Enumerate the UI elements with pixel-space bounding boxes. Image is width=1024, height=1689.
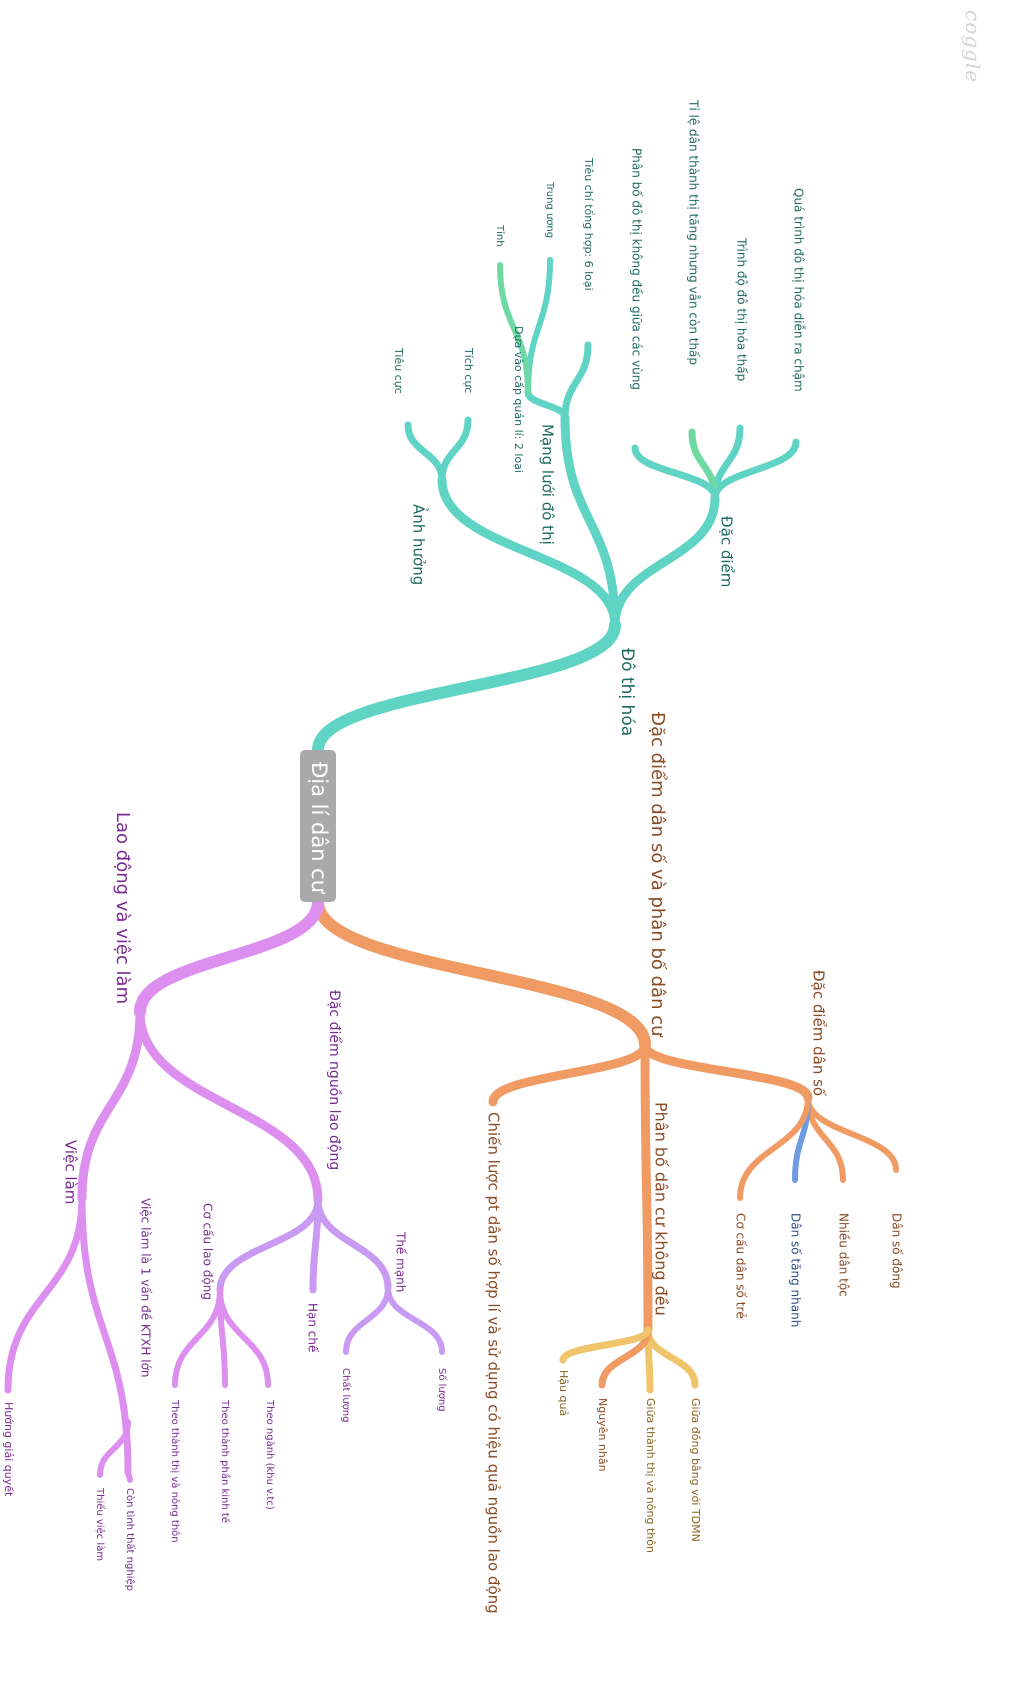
node-dac-diem-dan-so[interactable]: Đặc điểm dân số [810,970,828,1097]
edge-dan-so-chien-luoc [488,1040,650,1107]
edge-dd-dan-so-item-4 [737,1095,811,1201]
node-thieu-viec-lam[interactable]: Thiếu việc làm [94,1487,106,1561]
node-trung-uong[interactable]: Trung ương [544,181,555,238]
edge-phan-bo-item-4 [559,1326,652,1364]
node-dac-diem-item-3[interactable]: Tỉ lệ dân thành thị tăng nhưng vẫn còn t… [687,99,701,365]
node-do-thi-hoa[interactable]: Đô thị hóa [617,648,637,736]
root-node-box[interactable] [300,750,336,902]
node-dong-bang-tdmn[interactable]: Giữa đồng bằng với TDMN [689,1398,702,1542]
coggle-watermark: coggle [961,10,985,84]
node-nguyen-nhan[interactable]: Nguyên nhân [596,1398,609,1472]
edge-cap-quan-li-tinh [497,262,531,395]
edge-lao-dong-viec-lam [77,1007,145,1203]
node-co-cau-dan-so-tre[interactable]: Cơ cấu dân số trẻ [734,1213,748,1319]
node-the-manh[interactable]: Thế mạnh [394,1231,408,1292]
node-theo-nganh[interactable]: Theo ngành (khu v.tc) [264,1399,276,1510]
node-theo-thanh-phan[interactable]: Theo thành phần kinh tế [219,1399,231,1524]
edge-lao-dong-nguon [135,1007,323,1205]
edge-dan-so-dac-diem-dan-so [640,1040,813,1103]
node-dac-diem-item-2[interactable]: Trình độ đô thị hóa thấp [735,237,749,381]
edge-nguon-co-cau [216,1196,322,1294]
node-lao-dong-viec-lam[interactable]: Lao động và việc làm [112,812,133,1004]
node-tieu-cuc[interactable]: Tiêu cực [392,347,405,394]
node-dua-vao-cap-quan-li[interactable]: Dựa vào cấp quản lí: 2 loại [512,326,525,473]
node-nhieu-dan-toc[interactable]: Nhiều dân tộc [837,1213,851,1297]
edge-mang-luoi-tieu-chi [561,341,592,422]
edge-co-cau-thanh-thi [172,1287,223,1388]
node-co-cau-lao-dong[interactable]: Cơ cấu lao động [201,1203,215,1300]
edge-nguon-the-manh [314,1196,392,1292]
edge-cap-quan-li-trung-uong [525,257,553,395]
node-dan-so-tang-nhanh[interactable]: Dân số tăng nhanh [789,1213,803,1327]
node-anh-huong[interactable]: Ảnh hưởng [410,504,430,585]
node-dac-diem-item-1[interactable]: Quá trình đô thị hóa diễn ra chậm [792,188,806,392]
edge-dac-diem-item-1 [711,438,800,502]
node-chat-luong[interactable]: Chất lượng [340,1368,352,1422]
node-dan-so-phan-bo[interactable]: Đặc điểm dân số và phân bố dân cư [647,712,668,1038]
node-dac-diem[interactable]: Đặc điểm [718,516,736,587]
edge-van-de-thieu-viec [97,1419,131,1478]
edge-the-manh-chat-luong [343,1285,391,1355]
node-phan-bo-dan-cu[interactable]: Phân bố dân cư không đều [652,1102,671,1316]
edge-the-manh-so-luong [385,1285,445,1355]
edge-do-thi-hoa-dac-diem [610,493,720,630]
node-tieu-chi-tong-hop[interactable]: Tiêu chí tổng hợp: 6 loại [582,157,595,291]
edge-phan-bo-item-1 [644,1326,699,1389]
node-theo-thanh-thi[interactable]: Theo thành thị và nông thôn [169,1399,181,1543]
node-con-tinh-that-nghiep[interactable]: Còn tình thất nghiệp [124,1488,136,1591]
node-tinh[interactable]: Tỉnh [494,224,506,247]
node-so-luong[interactable]: Số lượng [436,1368,448,1412]
node-dan-so-dong[interactable]: Dân số đông [890,1213,904,1289]
edge-anh-huong-tich-cuc [438,416,472,484]
edge-dan-so-phan-bo [640,1040,653,1335]
edge-van-de-that-nghiep [125,1469,133,1483]
node-tich-cuc[interactable]: Tích cực [462,347,475,393]
edge-viec-lam-van-de [78,1194,132,1476]
edge-viec-lam-huong [4,1194,86,1394]
edge-phan-bo-item-3 [598,1326,652,1389]
edge-root-do-thi-hoa [312,619,621,756]
edge-do-thi-hoa-mang-luoi [560,413,620,630]
edge-do-thi-hoa-anh-huong [437,475,620,630]
node-hau-qua[interactable]: Hậu quả [557,1370,570,1416]
node-huong-giai-quyet[interactable]: Hướng giải quyết [2,1402,15,1497]
node-viec-lam-van-de[interactable]: Việc làm là 1 vấn đề KTXH lớn [139,1198,153,1378]
node-viec-lam[interactable]: Việc làm [62,1140,80,1204]
edge-dac-diem-item-2 [711,424,744,502]
node-chien-luoc[interactable]: Chiến lược pt dân số hợp lí và sử dụng c… [485,1112,503,1614]
node-nguon-lao-dong[interactable]: Đặc điểm nguồn lao động [326,990,343,1170]
node-mang-luoi-do-thi[interactable]: Mạng lưới đô thị [539,424,557,545]
edge-root-dan-so [312,896,651,1051]
edge-anh-huong-tieu-cuc [404,421,446,484]
node-han-che[interactable]: Hạn chế [306,1303,320,1353]
edge-dac-diem-item-4 [631,444,719,502]
root-node-label[interactable]: Địa lí dân cư [307,762,331,895]
edge-mang-luoi-cap-quan-li [524,388,569,422]
node-thanh-thi-nong-thon[interactable]: Giữa thành thị và nông thôn [644,1398,657,1553]
node-dac-diem-item-4[interactable]: Phân bố đô thị không đều giữa các vùng [630,148,644,390]
edge-root-lao-dong [134,896,324,1018]
